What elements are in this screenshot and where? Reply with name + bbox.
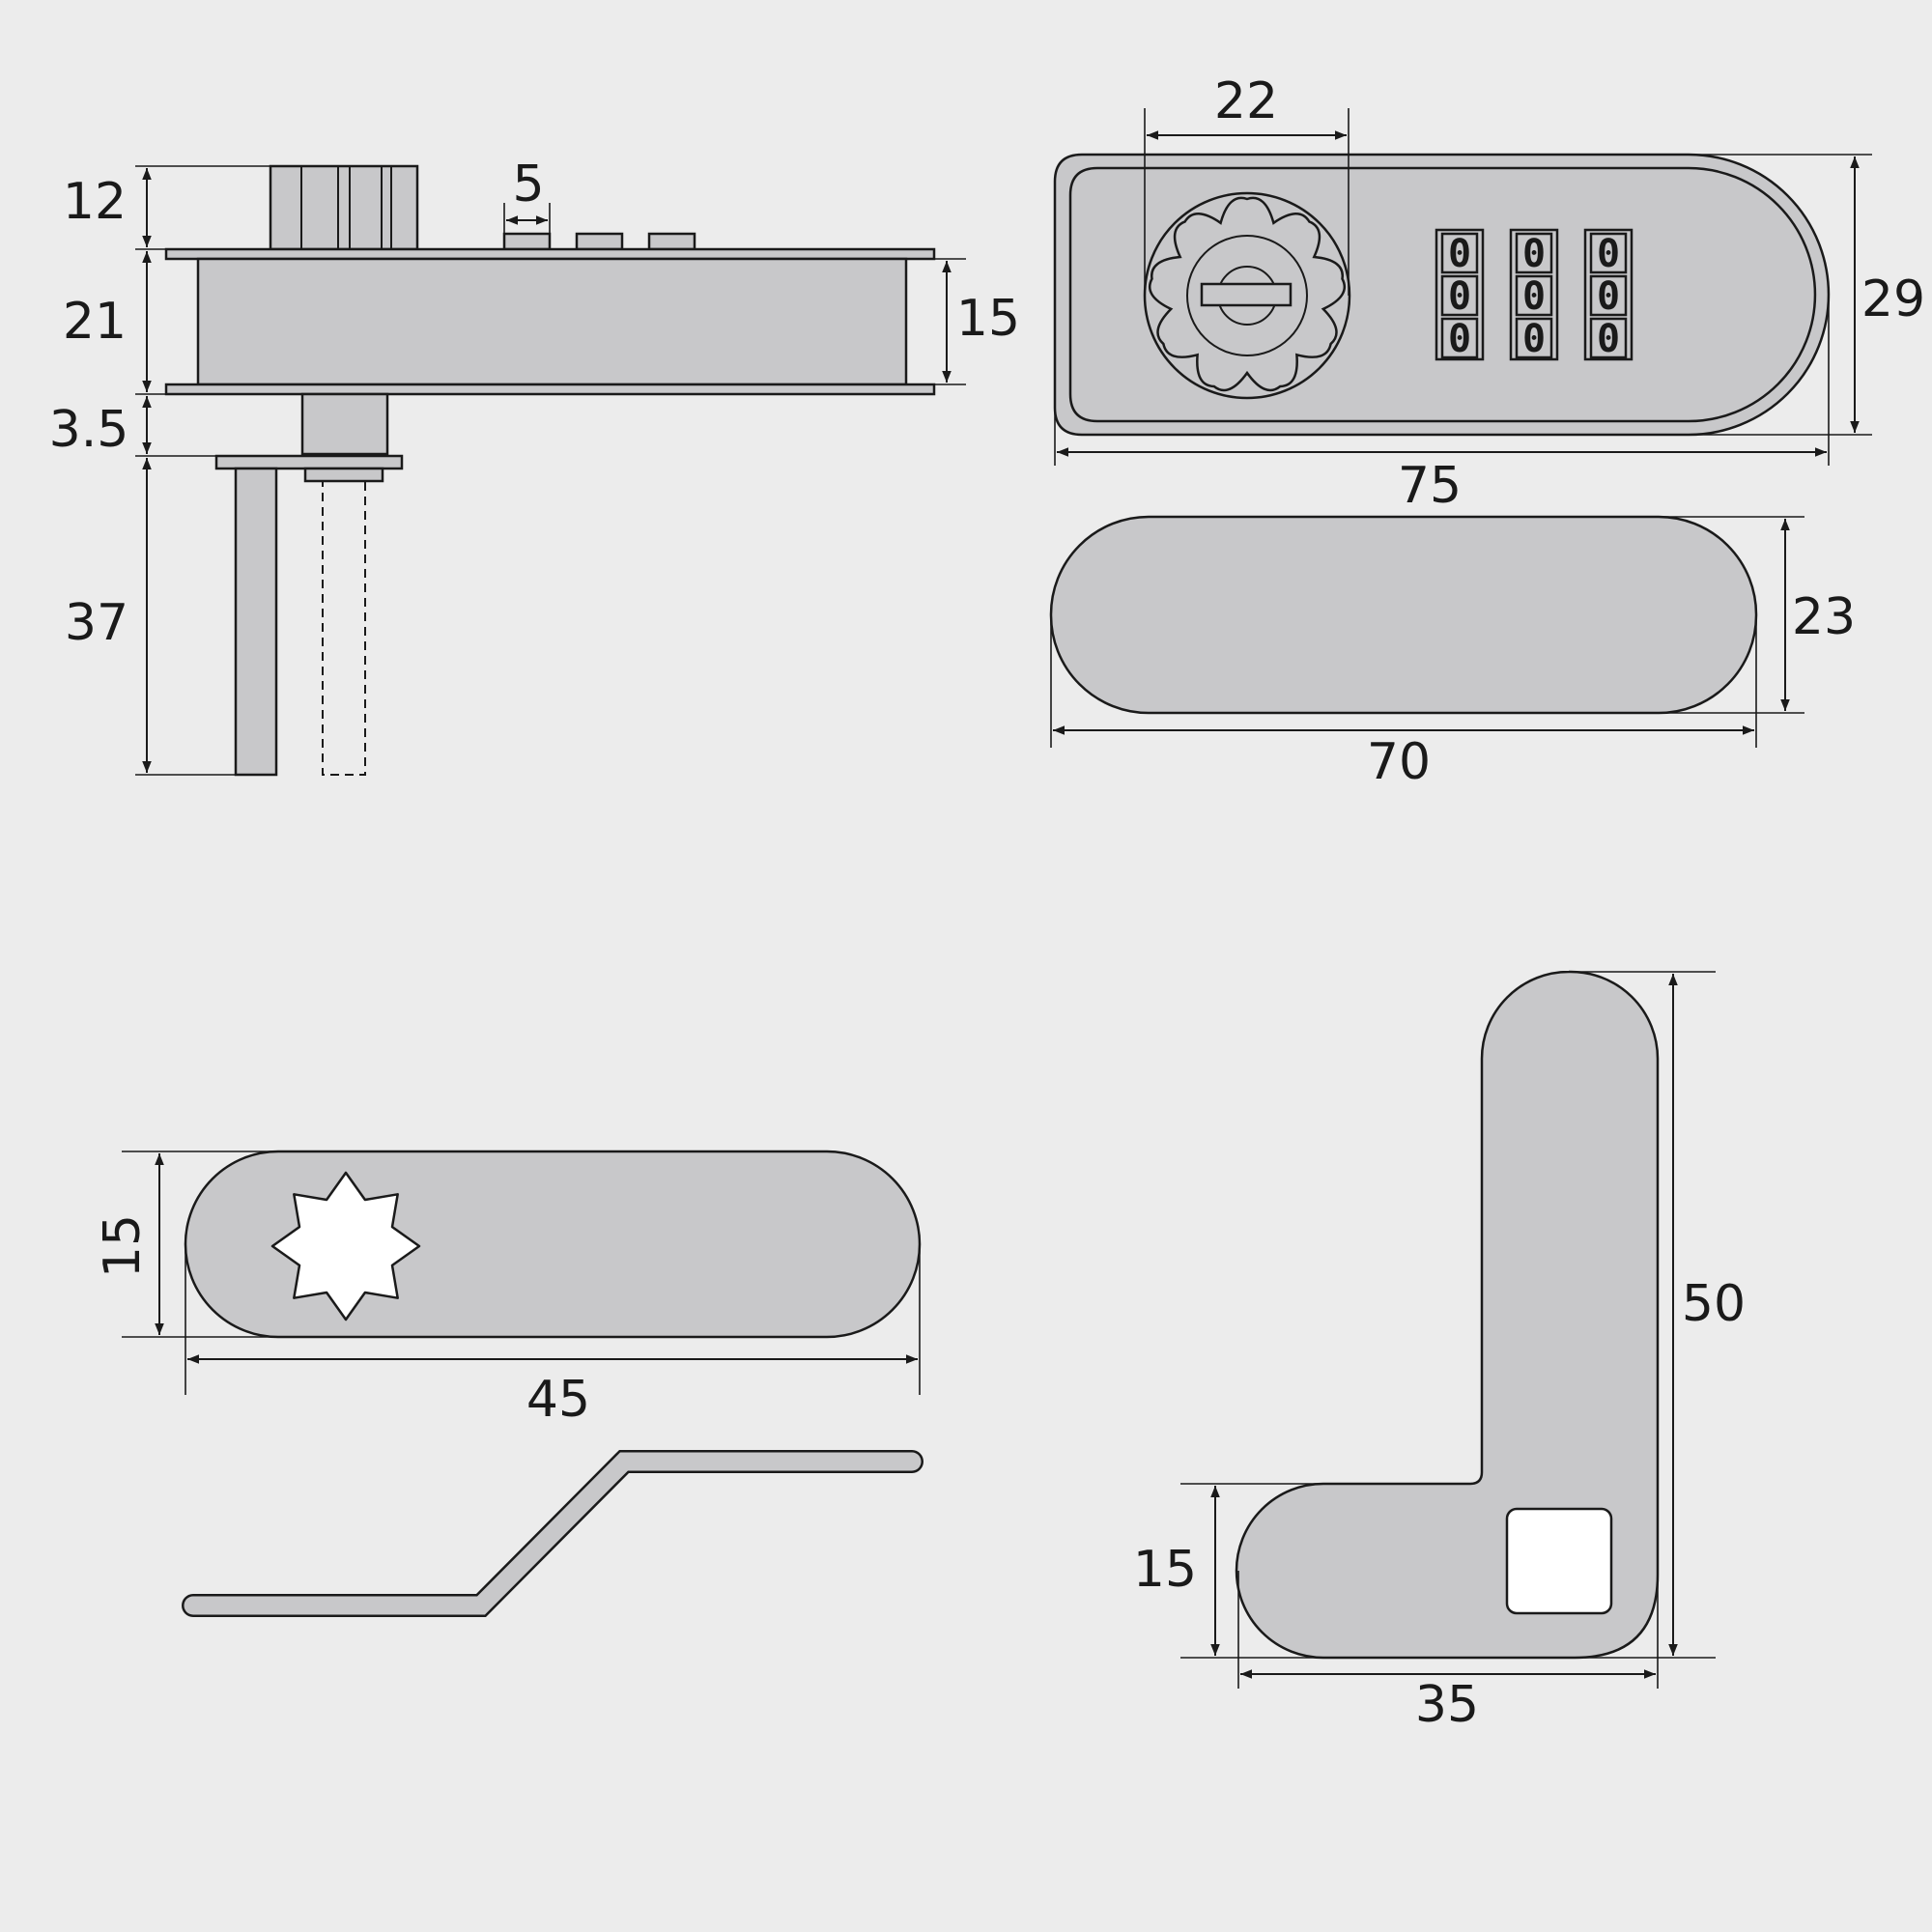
dim-body-height: 21 <box>63 293 127 351</box>
side-cylinder <box>300 392 389 456</box>
dim-front-length: 75 <box>1398 457 1462 515</box>
side-button <box>502 232 552 251</box>
dim-knob-height: 12 <box>63 173 127 231</box>
dial-digit: 0 <box>1522 274 1546 319</box>
dial-cell <box>1589 274 1628 317</box>
dim-knob-diameter: 22 <box>1214 72 1278 130</box>
combination-dials: 0 0 0 0 0 0 0 0 0 <box>1435 228 1634 361</box>
dial-digit: 0 <box>1597 232 1620 276</box>
side-view: 12 21 3.5 37 5 15 <box>49 156 1020 777</box>
side-knob <box>269 164 419 251</box>
flat-cam-view: 15 45 <box>94 1150 922 1429</box>
side-bottom-plate <box>164 383 936 396</box>
star-hole <box>270 1171 421 1321</box>
side-button <box>647 232 696 251</box>
dim-cam-length: 45 <box>526 1371 590 1429</box>
dim-gap: 3.5 <box>49 401 129 459</box>
front-view: 0 0 0 0 0 0 0 0 0 <box>1053 72 1925 515</box>
dial-digit: 0 <box>1522 317 1546 361</box>
dial-column-3[interactable]: 0 0 0 <box>1589 232 1628 361</box>
side-cam-plate <box>214 454 404 470</box>
dial-digit: 0 <box>1448 317 1471 361</box>
dial-cell <box>1589 232 1628 274</box>
l-cam <box>1235 970 1660 1660</box>
dim-plate-length: 70 <box>1367 733 1431 791</box>
dial-digit: 0 <box>1597 317 1620 361</box>
dial-cell <box>1515 317 1553 359</box>
side-body <box>196 257 908 386</box>
dial-cell <box>1440 274 1479 317</box>
dial-digit: 0 <box>1522 232 1546 276</box>
dim-lcam-width: 35 <box>1415 1676 1479 1734</box>
dim-cam-width: 15 <box>94 1214 152 1278</box>
side-shaft-alt-position <box>322 480 366 776</box>
back-plate-view: 23 70 <box>1049 515 1856 791</box>
dial-digit: 0 <box>1448 232 1471 276</box>
dial-cell <box>1440 232 1479 274</box>
key-slot <box>1200 282 1293 307</box>
side-button <box>575 232 624 251</box>
dial-cell <box>1515 232 1553 274</box>
square-hole <box>1505 1507 1613 1615</box>
dial-digit: 0 <box>1448 274 1471 319</box>
dial-cell <box>1515 274 1553 317</box>
dim-lcam-foot-height: 15 <box>1133 1541 1197 1599</box>
back-plate <box>1049 515 1758 715</box>
l-cam-view: 50 15 35 <box>1133 970 1746 1734</box>
side-top-plate <box>164 247 936 261</box>
dial-column-2[interactable]: 0 0 0 <box>1515 232 1553 361</box>
dial-digit: 0 <box>1597 274 1620 319</box>
dim-inner-height: 15 <box>956 290 1020 348</box>
dial-cell <box>1589 317 1628 359</box>
dim-shaft-length: 37 <box>65 594 128 652</box>
dim-plate-height: 23 <box>1792 588 1856 646</box>
front-knob-ring <box>1186 235 1308 356</box>
dial-cell <box>1440 317 1479 359</box>
dial-column-1[interactable]: 0 0 0 <box>1440 232 1479 361</box>
side-shaft <box>234 467 278 777</box>
cranked-cam-profile-fill <box>184 1452 922 1615</box>
side-cam-washer <box>303 467 384 483</box>
dim-lcam-height: 50 <box>1682 1275 1746 1333</box>
dim-front-height: 29 <box>1861 270 1925 328</box>
dim-button-width: 5 <box>512 156 544 213</box>
